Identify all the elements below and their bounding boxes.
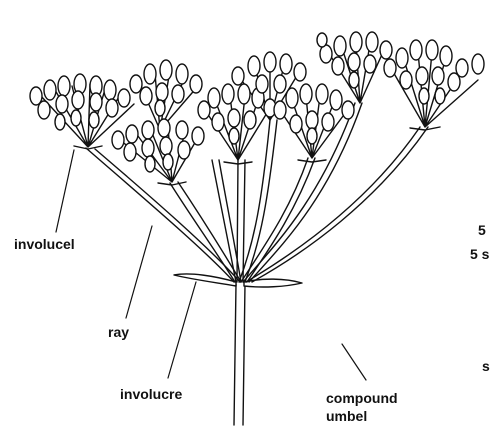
label-involucel: involucel xyxy=(14,236,75,253)
main-stem xyxy=(234,284,245,425)
edge-text-3: s xyxy=(482,358,490,375)
edge-text-1: 5 xyxy=(478,222,486,239)
label-ray: ray xyxy=(108,324,129,341)
label-involucre: involucre xyxy=(120,386,182,403)
label-leader-lines xyxy=(56,150,366,380)
label-umbel: umbel xyxy=(326,408,367,425)
edge-text-2: 5 s xyxy=(470,246,489,263)
label-compound: compound xyxy=(326,390,398,407)
